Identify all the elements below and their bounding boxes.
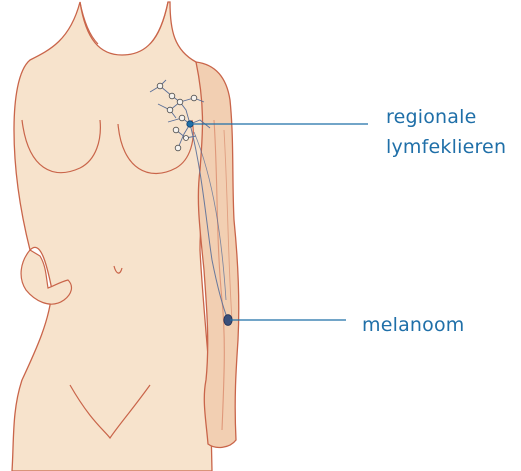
torso-silhouette — [12, 2, 215, 471]
label-line-2: lymfeklieren — [386, 132, 506, 162]
label-regional-lymph-nodes: regionale lymfeklieren — [386, 102, 506, 162]
label-melanoma: melanoom — [362, 310, 465, 340]
label-line-1: regionale — [386, 102, 506, 132]
